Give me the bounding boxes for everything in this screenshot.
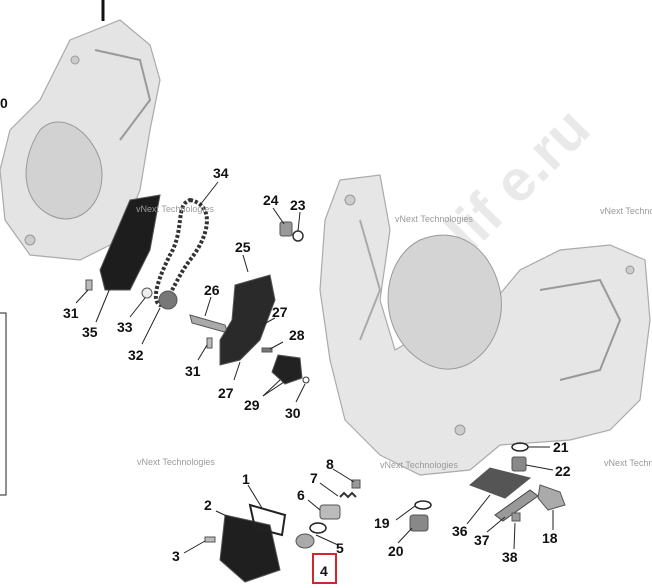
callout-28: 28: [289, 327, 305, 343]
callout-33: 33: [117, 319, 133, 335]
callout-29: 29: [244, 397, 260, 413]
callout-1: 1: [242, 471, 250, 487]
leader-lines: [75, 181, 554, 554]
part-18-sensor: [537, 484, 566, 511]
callout-22: 22: [555, 463, 571, 479]
watermark-label: vNext Technologies: [136, 204, 214, 214]
callout-27a: 27: [272, 304, 288, 320]
part-33-washer: [141, 287, 153, 299]
part-7-spring: [339, 491, 357, 499]
callout-4: 4: [320, 563, 328, 579]
callout-32: 32: [128, 347, 144, 363]
callout-19: 19: [374, 515, 390, 531]
part-2-housing: [219, 514, 281, 583]
part-24-plug: [279, 221, 293, 237]
part-31a-bolt: [85, 279, 93, 291]
crankcase-right-half: [319, 174, 651, 476]
part-5-oring: [309, 522, 327, 534]
watermark-label: vNext Technologies: [137, 457, 215, 467]
part-3-bolt: [204, 536, 216, 543]
crankcase-left-half: [0, 19, 161, 261]
callout-30: 30: [285, 405, 301, 421]
callout-0: 0: [0, 95, 8, 111]
callout-6: 6: [297, 487, 305, 503]
part-26-shaft: [189, 314, 229, 334]
part-28-pin: [261, 347, 273, 353]
part-35-cover: [99, 194, 161, 291]
part-25-pump-body: [219, 274, 276, 366]
part-19-oring: [414, 500, 432, 510]
callout-36: 36: [452, 523, 468, 539]
callout-18: 18: [542, 530, 558, 546]
callout-23: 23: [290, 197, 306, 213]
part-21-oring: [511, 442, 529, 452]
part-36-screen: [469, 467, 532, 499]
part-34-chain: [153, 197, 209, 308]
callout-8: 8: [326, 456, 334, 472]
callout-5: 5: [336, 540, 344, 556]
callout-4-highlight-box: [312, 553, 337, 584]
part-31b-bolt: [206, 337, 213, 349]
part-22-fitting: [511, 456, 527, 472]
callout-24: 24: [263, 192, 279, 208]
watermark-label: vNext Technologies: [600, 206, 652, 216]
part-20-plug: [409, 514, 429, 532]
watermark-label: vNext Technologies: [604, 458, 652, 468]
watermark-label: vNext Technologies: [395, 214, 473, 224]
part-6-valve: [319, 504, 341, 520]
callout-31a: 31: [63, 305, 79, 321]
legend-frame-edge: [0, 312, 7, 496]
part-1-gasket: [248, 503, 287, 537]
callout-7: 7: [310, 470, 318, 486]
part-38-bolt: [511, 512, 521, 522]
watermark-label: vNext Technologies: [380, 460, 458, 470]
part-30-clip: [302, 376, 310, 384]
callout-3: 3: [172, 548, 180, 564]
callout-26: 26: [204, 282, 220, 298]
part-29-rotor: [271, 354, 303, 385]
callout-31b: 31: [185, 363, 201, 379]
part-23-oring: [292, 230, 304, 242]
callout-35: 35: [82, 324, 98, 340]
callout-2: 2: [204, 497, 212, 513]
callout-34: 34: [213, 165, 229, 181]
part-32-sprocket: [158, 290, 178, 310]
callout-37: 37: [474, 532, 490, 548]
part-4-filter: [295, 533, 315, 549]
callout-38: 38: [502, 549, 518, 565]
part-8-plug: [351, 479, 361, 489]
callout-25: 25: [235, 239, 251, 255]
callout-21: 21: [553, 439, 569, 455]
callout-27b: 27: [218, 385, 234, 401]
callout-20: 20: [388, 543, 404, 559]
